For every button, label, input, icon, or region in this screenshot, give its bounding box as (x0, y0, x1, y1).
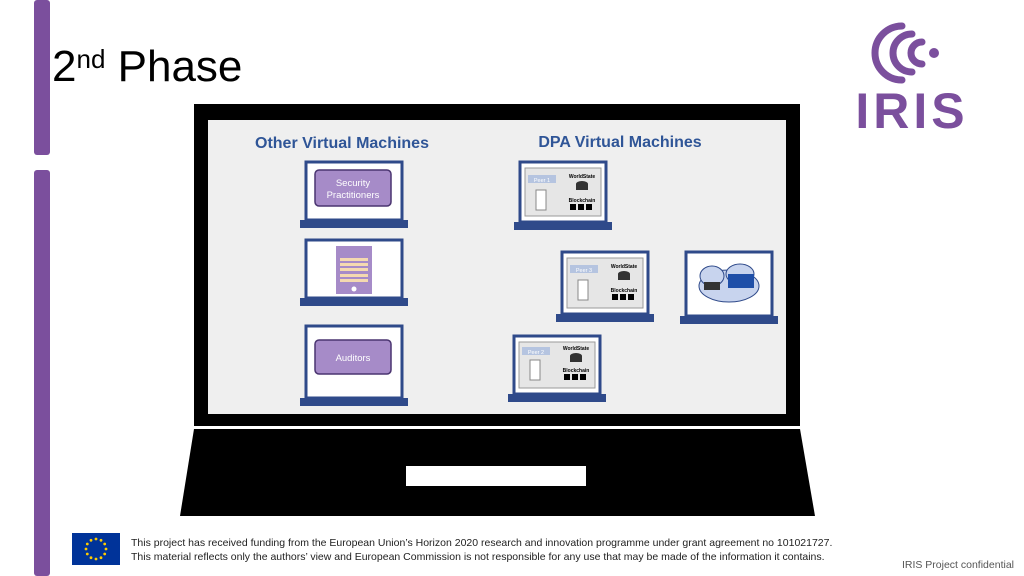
svg-text:Blockchain: Blockchain (569, 198, 596, 204)
security-practitioners-box (314, 169, 392, 207)
security-label-1: Security (336, 178, 371, 189)
confidential-label: IRIS Project confidential (901, 559, 1014, 571)
heading-other-vms: Other Virtual Machines (255, 135, 429, 152)
eu-flag-icon (72, 533, 120, 565)
svg-text:WorldState: WorldState (611, 264, 638, 270)
slide-title: 2nd Phase (52, 42, 243, 91)
svg-text:Blockchain: Blockchain (563, 368, 590, 374)
vm-laptop-auditors: Auditors (300, 324, 408, 406)
heading-dpa-vms: DPA Virtual Machines (538, 134, 701, 151)
auditors-box (314, 339, 392, 375)
iris-logo-icon: IRIS (855, 22, 968, 133)
svg-text:Blockchain: Blockchain (611, 288, 638, 294)
laptop-trackpad (406, 466, 586, 486)
peer1-label: Peer 1 (534, 178, 550, 184)
dpa-laptop-peer1: Peer 1 WorldState Blockchain (514, 160, 612, 230)
dpa-laptop-peer3: Peer 3 WorldState Blockchain (556, 250, 654, 322)
funding-line-2: This material reflects only the authors’… (131, 551, 825, 563)
auditors-label: Auditors (336, 353, 371, 364)
vm-laptop-form (300, 238, 408, 306)
funding-disclaimer: This project has received funding from t… (131, 536, 832, 564)
peer3-label: Peer 3 (576, 268, 592, 274)
accent-bar-top (34, 0, 50, 155)
vm-laptop-security: Security Practitioners (300, 160, 408, 228)
peer2-label: Peer 2 (528, 350, 544, 356)
vm-laptop-cloud (680, 250, 778, 324)
svg-text:WorldState: WorldState (563, 346, 590, 352)
svg-text:WorldState: WorldState (569, 174, 596, 180)
accent-bar-bottom (34, 170, 50, 576)
logo-text: IRIS (855, 83, 968, 133)
funding-line-1: This project has received funding from t… (131, 537, 833, 549)
security-label-2: Practitioners (327, 190, 380, 201)
dpa-laptop-peer2: Peer 2 WorldState Blockchain (508, 334, 606, 402)
big-laptop-diagram: Other Virtual Machines DPA Virtual Machi… (180, 104, 815, 516)
